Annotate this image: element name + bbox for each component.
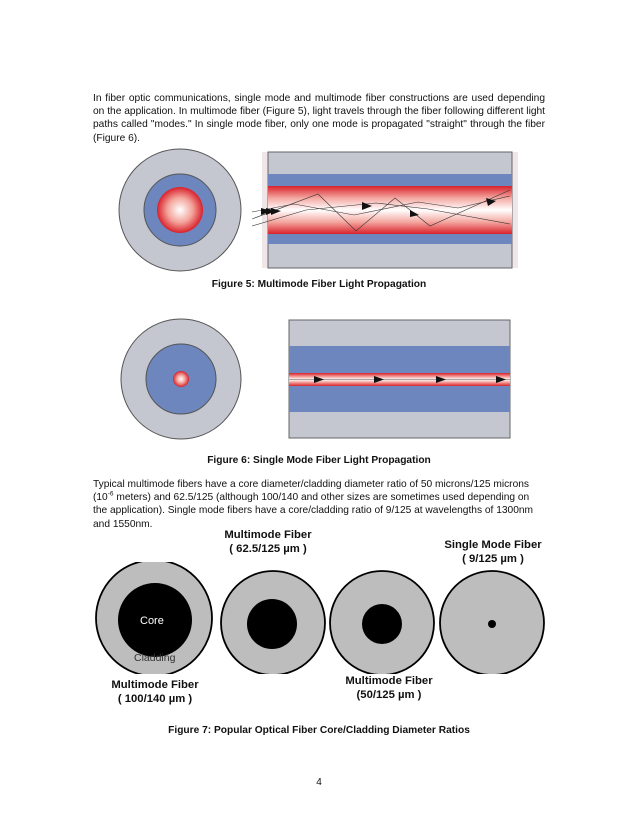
label-multimode-100: Multimode Fiber ( 100/140 µm ) <box>94 678 216 706</box>
figure6-caption: Figure 6: Single Mode Fiber Light Propag… <box>207 455 431 466</box>
label-singlemode-9-line2: ( 9/125 µm ) <box>462 553 524 565</box>
singlemode-cross-section <box>120 318 242 440</box>
exponent: -6 <box>107 490 114 498</box>
figure7-caption: Figure 7: Popular Optical Fiber Core/Cla… <box>168 725 470 736</box>
label-multimode-62: Multimode Fiber ( 62.5/125 µm ) <box>212 528 324 556</box>
figure5-multimode-diagram <box>118 148 518 272</box>
fiber-50-125 <box>329 570 435 674</box>
multimode-longitudinal-section <box>251 151 518 269</box>
figure6-singlemode-diagram <box>120 318 511 440</box>
intro-paragraph: In fiber optic communications, single mo… <box>93 93 545 144</box>
fiber-9-125 <box>439 570 545 674</box>
paragraph2-part2: meters) and 62.5/125 (although 100/140 a… <box>93 492 534 530</box>
fiber-62-125 <box>220 570 326 674</box>
cladding-label: Cladding <box>134 652 176 664</box>
label-multimode-100-line1: Multimode Fiber <box>111 679 199 691</box>
singlemode-longitudinal-section <box>288 319 511 439</box>
label-multimode-100-line2: ( 100/140 µm ) <box>117 693 193 705</box>
core-label: Core <box>140 615 164 627</box>
label-multimode-62-line2: ( 62.5/125 µm ) <box>229 543 307 555</box>
page-number: 4 <box>316 777 322 788</box>
figure5-caption: Figure 5: Multimode Fiber Light Propagat… <box>211 279 427 290</box>
figure7-ratio-diagram <box>95 562 545 674</box>
label-multimode-50: Multimode Fiber (50/125 µm ) <box>329 674 449 702</box>
label-multimode-50-line1: Multimode Fiber <box>345 675 433 687</box>
multimode-cross-section <box>118 148 242 272</box>
fiber-100-140 <box>95 562 213 674</box>
label-singlemode-9: Single Mode Fiber ( 9/125 µm ) <box>432 538 554 566</box>
label-singlemode-9-line1: Single Mode Fiber <box>444 539 542 551</box>
label-multimode-50-line2: (50/125 µm ) <box>356 689 422 701</box>
fiber-sizes-paragraph: Typical multimode fibers have a core dia… <box>93 478 545 531</box>
paragraph2-part1: Typical multimode fibers have a core dia… <box>93 479 529 504</box>
label-multimode-62-line1: Multimode Fiber <box>224 529 312 541</box>
